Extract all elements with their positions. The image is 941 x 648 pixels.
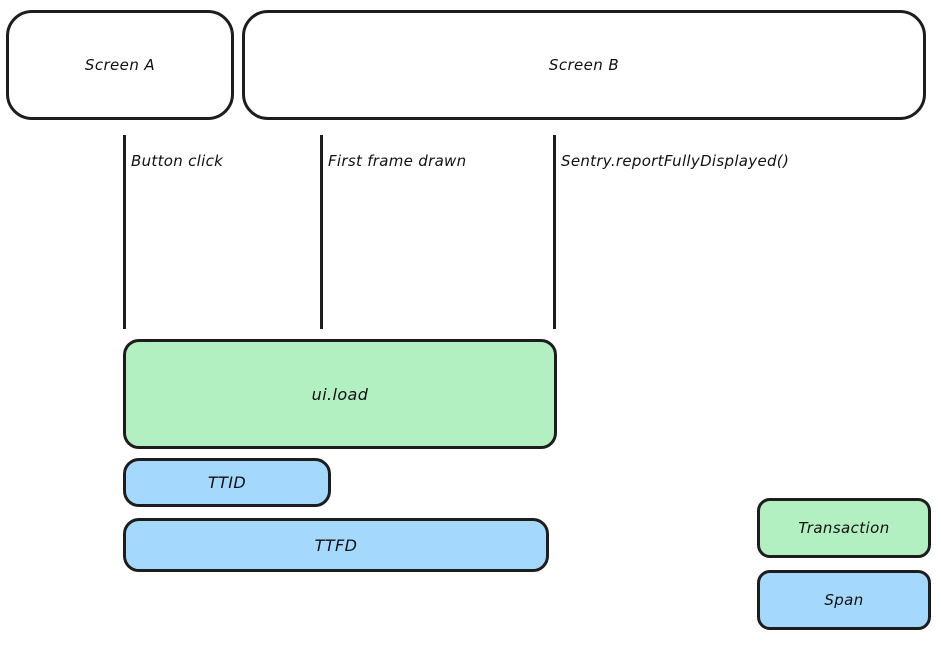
marker-line-button-click (123, 135, 126, 329)
screen-a-box[interactable]: Screen A (6, 10, 234, 120)
marker-line-report-fully-displayed (553, 135, 556, 329)
screen-a-label: Screen A (84, 56, 156, 74)
bar-ttfd-label: TTFD (314, 535, 358, 555)
screen-b-label: Screen B (548, 56, 620, 74)
bar-ttid[interactable]: TTID (123, 458, 331, 507)
marker-label-first-frame-drawn: First frame drawn (328, 152, 467, 170)
bar-ttid-label: TTID (207, 473, 247, 492)
screen-b-box[interactable]: Screen B (242, 10, 926, 120)
legend-label-transaction: Transaction (798, 519, 890, 537)
marker-label-report-fully-displayed: Sentry.reportFullyDisplayed() (561, 152, 790, 170)
legend-item-span[interactable]: Span (757, 570, 931, 630)
bar-ui-load[interactable]: ui.load (123, 339, 557, 449)
bar-ttfd[interactable]: TTFD (123, 518, 549, 572)
marker-label-button-click: Button click (131, 152, 224, 170)
marker-line-first-frame-drawn (320, 135, 323, 329)
legend-label-span: Span (824, 591, 864, 609)
legend-item-transaction[interactable]: Transaction (757, 498, 931, 558)
bar-ui-load-label: ui.load (311, 384, 369, 404)
